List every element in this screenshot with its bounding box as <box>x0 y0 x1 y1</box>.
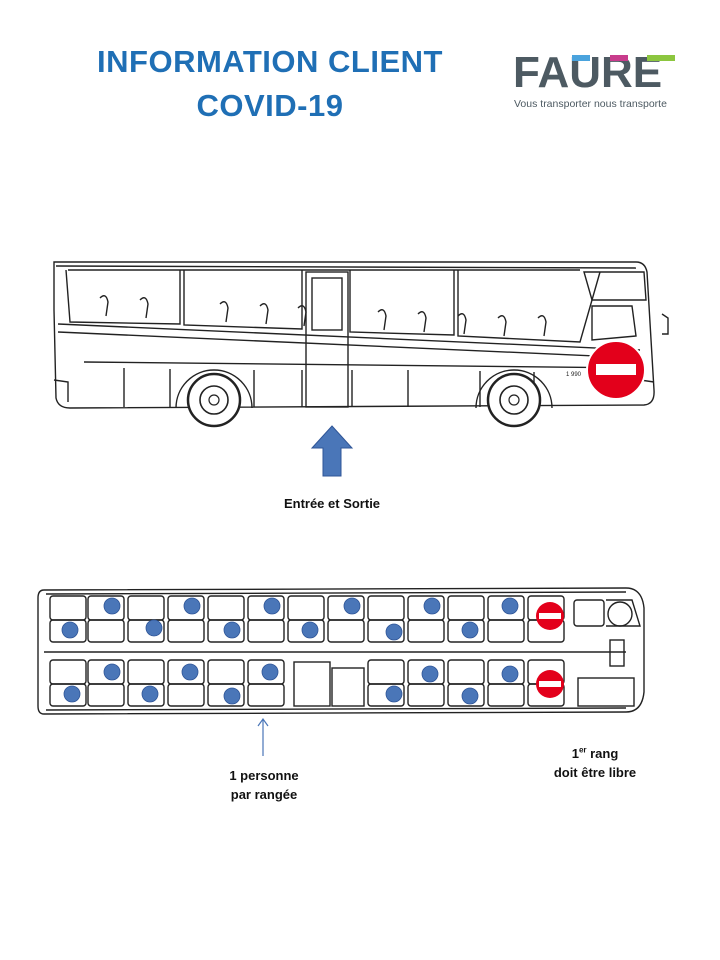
first-row-num: 1 <box>571 746 579 761</box>
occupant-dot <box>501 665 519 683</box>
occupant-dot <box>263 597 281 615</box>
occupant-dot <box>423 597 441 615</box>
entry-exit-label: Entrée et Sortie <box>283 496 381 511</box>
logo-tagline: Vous transporter nous transporte <box>514 98 667 110</box>
occupant-dot <box>141 685 159 703</box>
title-line-2: COVID-19 <box>196 88 344 123</box>
no-entry-sign-front <box>586 340 646 400</box>
occupant-dot <box>385 685 403 703</box>
first-row-rest: rang <box>586 746 619 761</box>
bus-side-view: 1 990 <box>53 261 669 477</box>
occupant-dot <box>461 621 479 639</box>
rows-note-line2: par rangée <box>230 787 298 802</box>
occupant-dot <box>103 663 121 681</box>
occupant-dot <box>103 597 121 615</box>
first-row-note-line1: 1er rang <box>530 744 660 763</box>
occupant-dot <box>385 623 403 641</box>
first-row-note-line2: doit être libre <box>553 765 637 780</box>
logo-accent-blue <box>572 55 590 61</box>
first-row-note: 1er rang doit être libre <box>530 744 660 782</box>
occupant-dot <box>223 621 241 639</box>
row-pointer-arrow-icon <box>257 717 269 756</box>
occupant-markers <box>61 597 519 705</box>
first-row-sup: er <box>578 745 587 755</box>
rear-wheel <box>486 372 542 428</box>
occupant-dot <box>501 597 519 615</box>
front-wheel <box>186 372 242 428</box>
occupant-dot <box>223 687 241 705</box>
occupant-dot <box>63 685 81 703</box>
entry-arrow-icon <box>310 425 354 477</box>
rows-note: 1 personne par rangée <box>204 766 324 804</box>
title-line-1: INFORMATION CLIENT <box>97 44 443 79</box>
rows-note-line1: 1 personne <box>229 768 299 783</box>
occupant-dot <box>421 665 439 683</box>
faure-logo: FAURE Vous transporter nous transporte <box>510 50 690 114</box>
occupant-dot <box>181 663 199 681</box>
bus-top-view <box>37 587 645 715</box>
occupant-dot <box>343 597 361 615</box>
bus-number: 1 990 <box>566 372 582 378</box>
occupant-dot <box>461 687 479 705</box>
occupant-dot <box>261 663 279 681</box>
logo-accent-pink <box>610 55 628 61</box>
page-title: INFORMATION CLIENT COVID-19 <box>80 40 460 128</box>
occupant-dot <box>301 621 319 639</box>
no-entry-sign-first-row-lower <box>536 670 564 698</box>
logo-accent-green <box>647 55 675 61</box>
no-entry-sign-first-row-upper <box>536 602 564 630</box>
occupant-dot <box>183 597 201 615</box>
occupant-dot <box>61 621 79 639</box>
occupant-dot <box>145 619 163 637</box>
